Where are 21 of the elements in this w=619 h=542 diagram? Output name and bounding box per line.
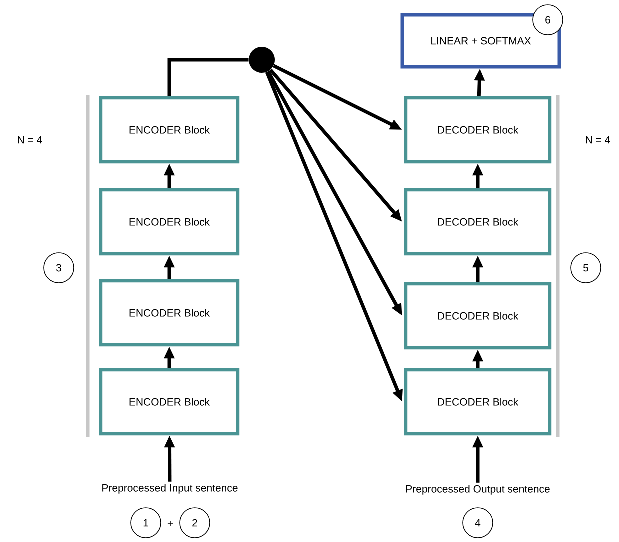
- input-label: Preprocessed Input sentence: [102, 484, 238, 494]
- junction-dot: [249, 47, 275, 73]
- decoder-box: DECODER Block: [404, 96, 552, 164]
- callout-number: 6: [532, 4, 564, 36]
- decoder-box: DECODER Block: [404, 282, 552, 350]
- callout-number: 1: [130, 508, 162, 538]
- decoder-box: DECODER Block: [404, 368, 552, 436]
- callout-number: 4: [462, 508, 494, 538]
- encoder-box: ENCODER Block: [99, 188, 240, 256]
- callout-number: 2: [180, 508, 210, 538]
- callout-number: 3: [44, 252, 74, 284]
- callout-number: 5: [570, 252, 602, 284]
- repeat-label: N = 4: [18, 136, 42, 144]
- encoder-box: ENCODER Block: [99, 279, 240, 347]
- repeat-label: N = 4: [586, 136, 610, 144]
- decoder-box: DECODER Block: [404, 188, 552, 256]
- encoder-box: ENCODER Block: [99, 368, 240, 436]
- encoder-box: ENCODER Block: [99, 96, 240, 164]
- input-label: Preprocessed Output sentence: [406, 485, 550, 495]
- connector-line: [168, 58, 249, 96]
- plus-sign: +: [168, 520, 174, 526]
